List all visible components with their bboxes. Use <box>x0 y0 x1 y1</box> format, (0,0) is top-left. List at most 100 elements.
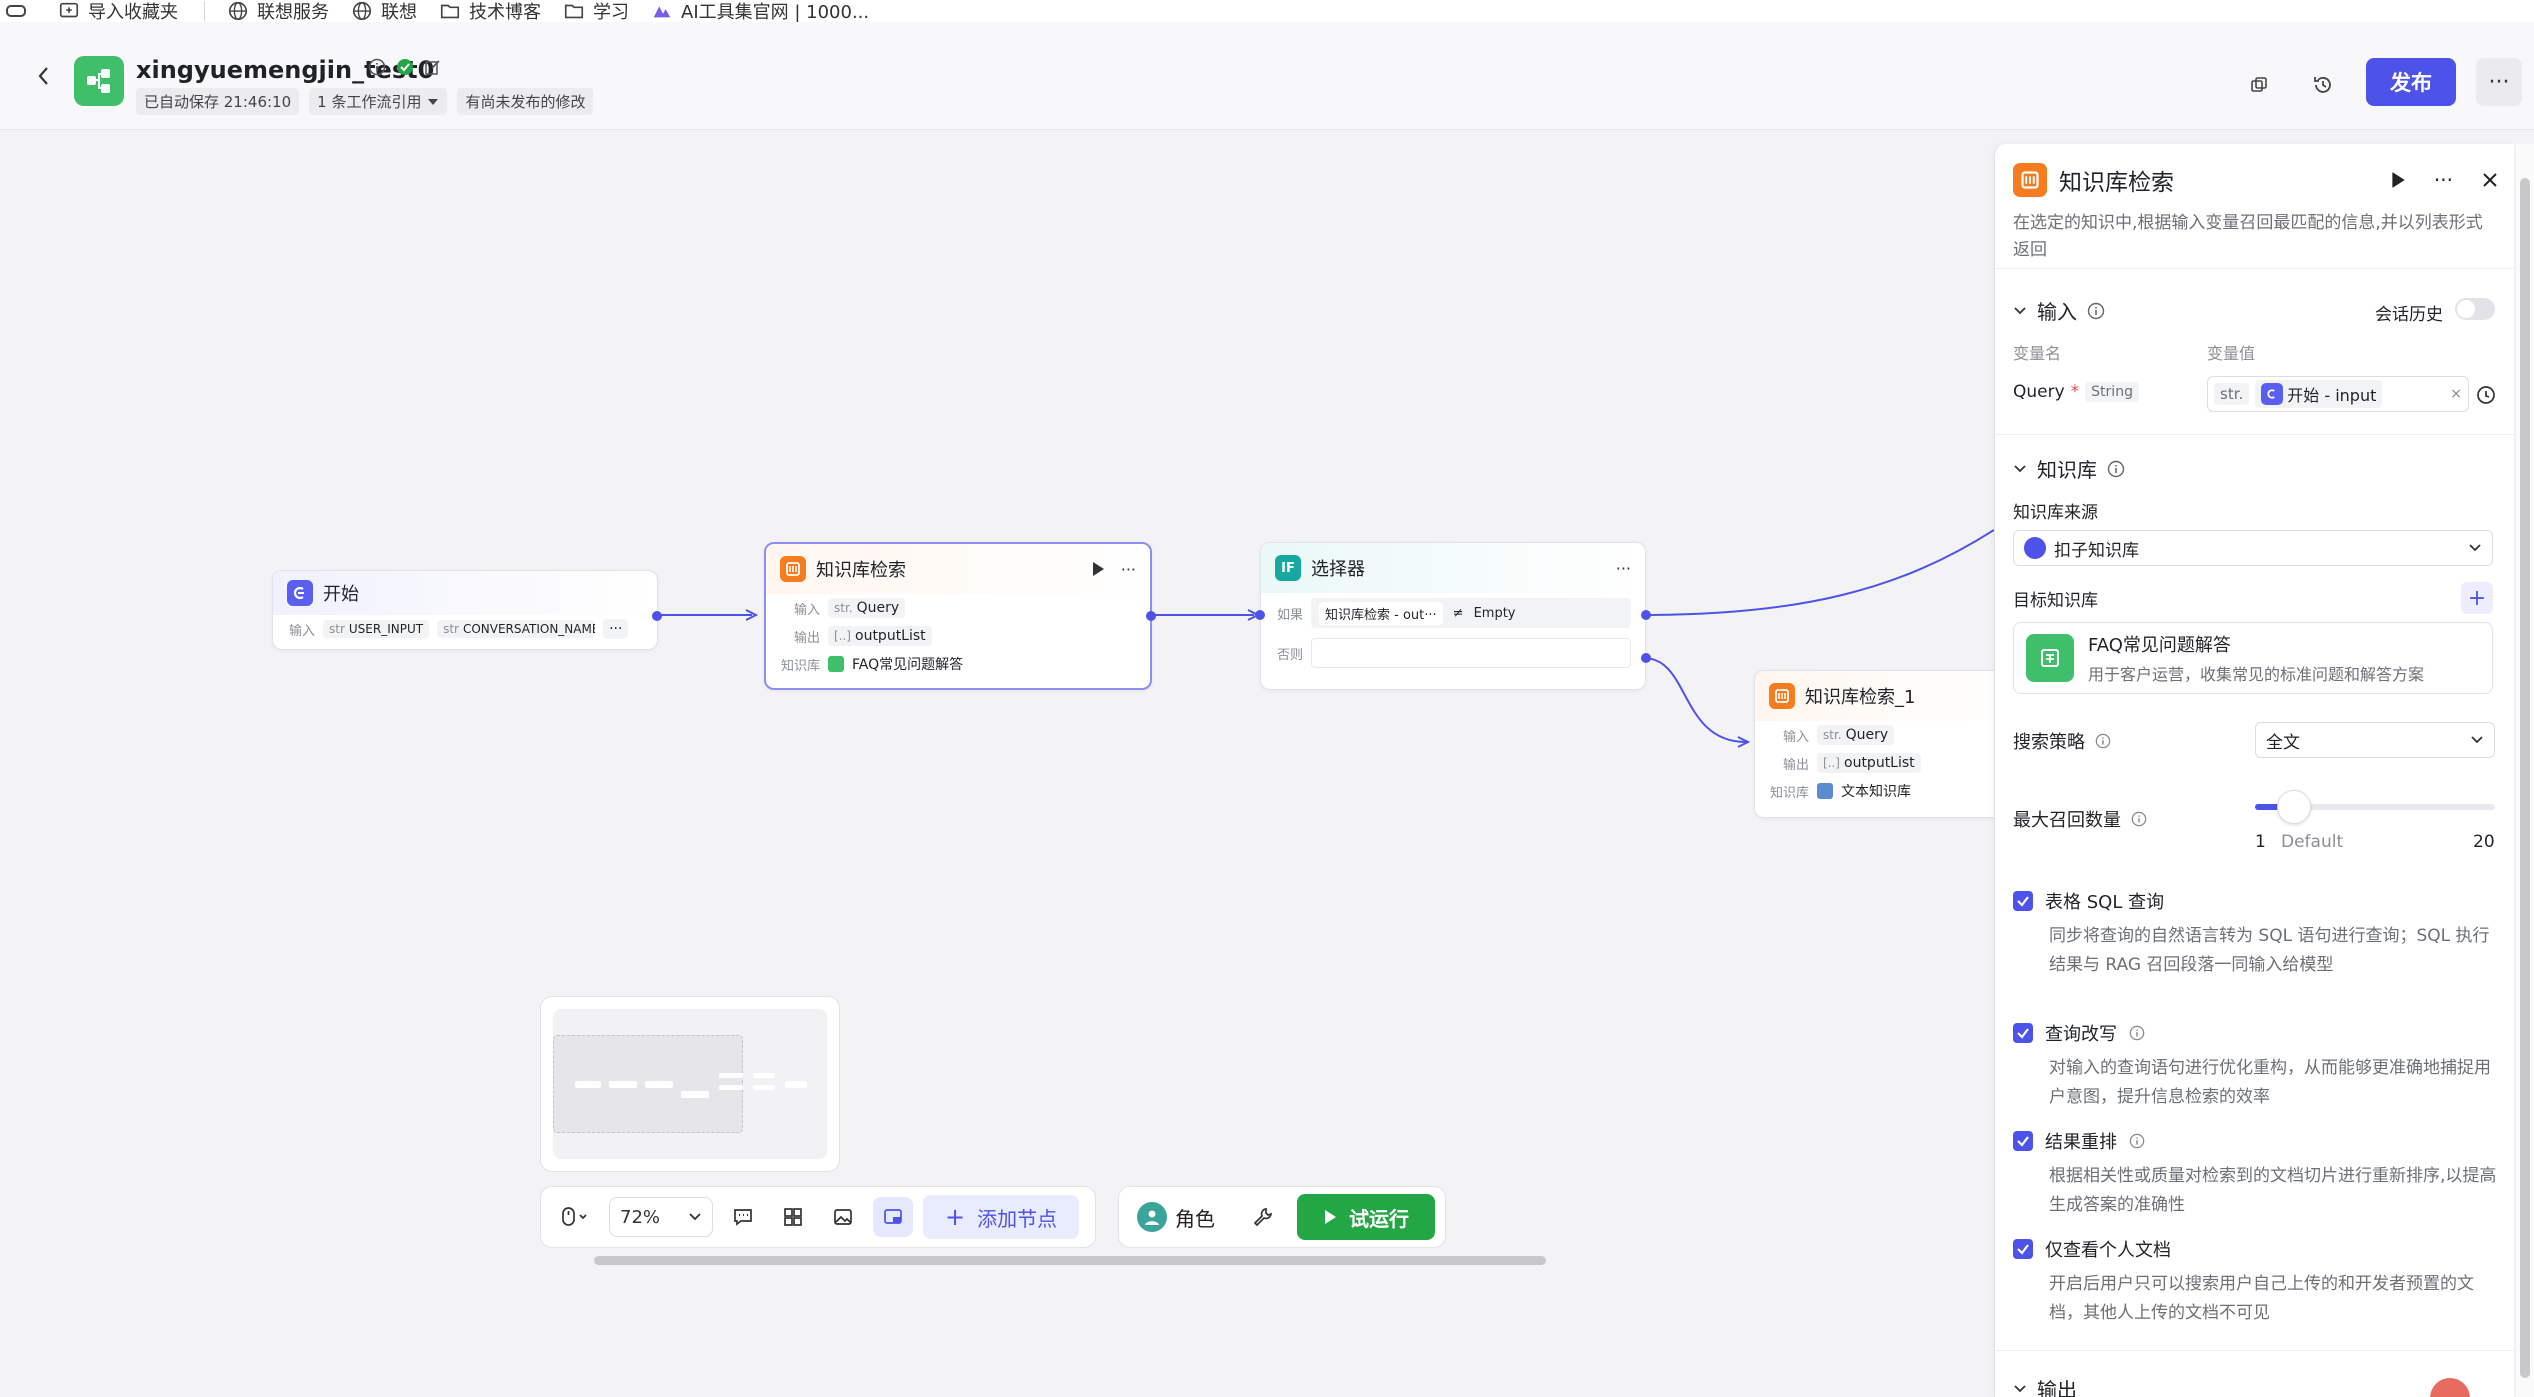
option-personal-docs[interactable]: 仅查看个人文档 <box>2013 1236 2171 1262</box>
zoom-level: 72% <box>620 1206 661 1228</box>
node-kb-retrieval-1[interactable]: 知识库检索_1 输入 str.Query 输出 [..]outputList 知… <box>1754 670 1994 818</box>
bookmark-study[interactable]: 学习 <box>563 0 629 24</box>
more-icon[interactable]: ··· <box>1120 559 1136 579</box>
add-node-button[interactable]: + 添加节点 <box>923 1195 1080 1239</box>
add-kb-button[interactable]: + <box>2461 582 2493 614</box>
output-port[interactable] <box>1146 611 1156 621</box>
node-kb-retrieval[interactable]: 知识库检索 ··· 输入 str.Query 输出 [..]outputList… <box>764 542 1156 690</box>
option-sql-query[interactable]: 表格 SQL 查询 <box>2013 888 2164 914</box>
checkbox-checked-icon[interactable] <box>2013 1023 2033 1043</box>
layout-button[interactable] <box>773 1197 813 1237</box>
image-button[interactable] <box>823 1197 863 1237</box>
max-recall-slider-track[interactable] <box>2255 804 2495 810</box>
variable-picker-icon[interactable] <box>2475 384 2497 406</box>
role-button[interactable]: 角色 <box>1129 1202 1215 1232</box>
role-avatar-icon <box>1137 1202 1167 1232</box>
caret-down-icon <box>428 98 439 105</box>
node-kb2-source: 知识库 文本知识库 <box>1769 783 1911 801</box>
input-pill: str.Query <box>1817 725 1895 745</box>
kb-node-icon <box>2013 163 2047 197</box>
publish-button[interactable]: 发布 <box>2366 58 2456 106</box>
output-section-toggle[interactable]: 输出 <box>2013 1374 2077 1397</box>
back-button[interactable] <box>30 62 58 90</box>
kb-section-toggle[interactable]: 知识库 <box>2013 454 2125 483</box>
image-icon <box>834 1209 852 1225</box>
play-icon[interactable] <box>1091 561 1105 577</box>
minimap[interactable] <box>540 996 840 1172</box>
workflow-refs-dropdown[interactable]: 1 条工作流引用 <box>309 88 448 115</box>
bookmarks-menu-icon[interactable] <box>6 3 26 19</box>
search-strategy-select[interactable]: 全文 <box>2255 722 2495 758</box>
output-pill: [..]outputList <box>828 626 932 646</box>
edit-icon[interactable] <box>424 58 442 76</box>
node-start-header: 开始 <box>273 571 657 615</box>
debug-tools-button[interactable] <box>1243 1197 1283 1237</box>
section-title: 输入 <box>2037 300 2077 324</box>
user-avatar[interactable] <box>2430 1378 2470 1397</box>
panel-scrollbar-thumb[interactable] <box>2520 178 2530 1378</box>
chat-history-label: 会话历史 <box>2375 305 2443 325</box>
checkbox-checked-icon[interactable] <box>2013 891 2033 911</box>
node-config-panel: 知识库检索 ··· 在选定的知识中,根据输入变量召回最匹配的信息,并以列表形式返… <box>1994 144 2514 1397</box>
input-port[interactable] <box>1255 610 1265 620</box>
clear-icon[interactable]: × <box>2450 386 2462 402</box>
checkbox-checked-icon[interactable] <box>2013 1239 2033 1259</box>
output-port[interactable] <box>652 611 662 621</box>
ai-logo-icon <box>653 6 671 18</box>
node-title: 知识库检索 <box>816 560 906 581</box>
kb-source-select[interactable]: 扣子知识库 <box>2013 530 2493 566</box>
kb-card[interactable]: FAQ常见问题解答 用于客户运营，收集常见的标准问题和解答方案 <box>2013 622 2493 694</box>
test-run-button[interactable]: 试运行 <box>1297 1194 1435 1240</box>
query-value-field[interactable]: str. 开始 - input × <box>2207 376 2469 412</box>
input-section-toggle[interactable]: 输入 <box>2013 296 2105 325</box>
else-port[interactable] <box>1641 653 1651 663</box>
if-port[interactable] <box>1641 610 1651 620</box>
node-selector[interactable]: IF 选择器 ··· 如果 知识库检索 - out··· ≠ Empty 否则 <box>1255 542 1651 690</box>
max-recall-slider-thumb[interactable] <box>2277 790 2312 824</box>
chevron-down-icon <box>689 1213 701 1221</box>
bookmark-tech-blog[interactable]: 技术博客 <box>439 0 541 24</box>
if-node-icon: IF <box>1275 555 1301 581</box>
bookmark-lenovo[interactable]: 联想 <box>351 0 417 24</box>
bookmark-label: 联想 <box>381 2 417 23</box>
node-kb-output: 输出 [..]outputList <box>766 622 1150 650</box>
section-title: 输出 <box>2037 1378 2077 1397</box>
unpublished-tag: 有尚未发布的修改 <box>457 88 594 115</box>
interaction-mode-button[interactable] <box>551 1197 599 1237</box>
bookmark-ai-tools[interactable]: AI工具集官网 | 1000... <box>651 0 869 24</box>
option-query-rewrite[interactable]: 查询改写 <box>2013 1020 2145 1046</box>
copy-button[interactable] <box>2244 70 2274 100</box>
kb-green-icon <box>828 656 844 672</box>
edge-start-kb1-arrow <box>745 609 759 621</box>
panel-title[interactable]: 知识库检索 <box>2059 170 2174 196</box>
info-icon <box>2087 302 2105 319</box>
close-icon[interactable] <box>2481 171 2499 189</box>
comment-button[interactable] <box>723 1197 763 1237</box>
else-box <box>1311 638 1631 668</box>
chat-history-toggle[interactable] <box>2455 298 2495 320</box>
play-icon[interactable] <box>2390 171 2406 189</box>
bookmark-label: 学习 <box>593 2 629 23</box>
bookmark-import[interactable]: 导入收藏夹 <box>58 0 178 24</box>
option-query-rewrite-desc: 对输入的查询语句进行优化重构，从而能够更准确地捕捉用户意图，提升信息检索的效率 <box>2049 1058 2491 1107</box>
info-icon <box>2129 1025 2145 1041</box>
bookmark-lenovo-service[interactable]: 联想服务 <box>227 0 329 24</box>
more-icon[interactable]: ··· <box>2433 168 2453 192</box>
zoom-select[interactable]: 72% <box>609 1197 713 1237</box>
output-pill: [..]outputList <box>1817 753 1921 773</box>
option-rerank[interactable]: 结果重排 <box>2013 1128 2145 1154</box>
info-icon[interactable] <box>368 58 386 76</box>
more-icon[interactable]: ··· <box>1615 558 1631 578</box>
more-menu-button[interactable]: ··· <box>2476 58 2522 106</box>
minimap-toggle-button[interactable] <box>873 1197 913 1237</box>
checkbox-checked-icon[interactable] <box>2013 1131 2033 1151</box>
query-param: Query* String <box>2013 382 2139 402</box>
history-button[interactable] <box>2308 70 2338 100</box>
horizontal-scrollbar[interactable] <box>594 1256 1546 1265</box>
condition-box[interactable]: 知识库检索 - out··· ≠ Empty <box>1311 598 1631 628</box>
mouse-icon <box>562 1207 587 1226</box>
more-params-button[interactable]: ··· <box>603 619 629 639</box>
